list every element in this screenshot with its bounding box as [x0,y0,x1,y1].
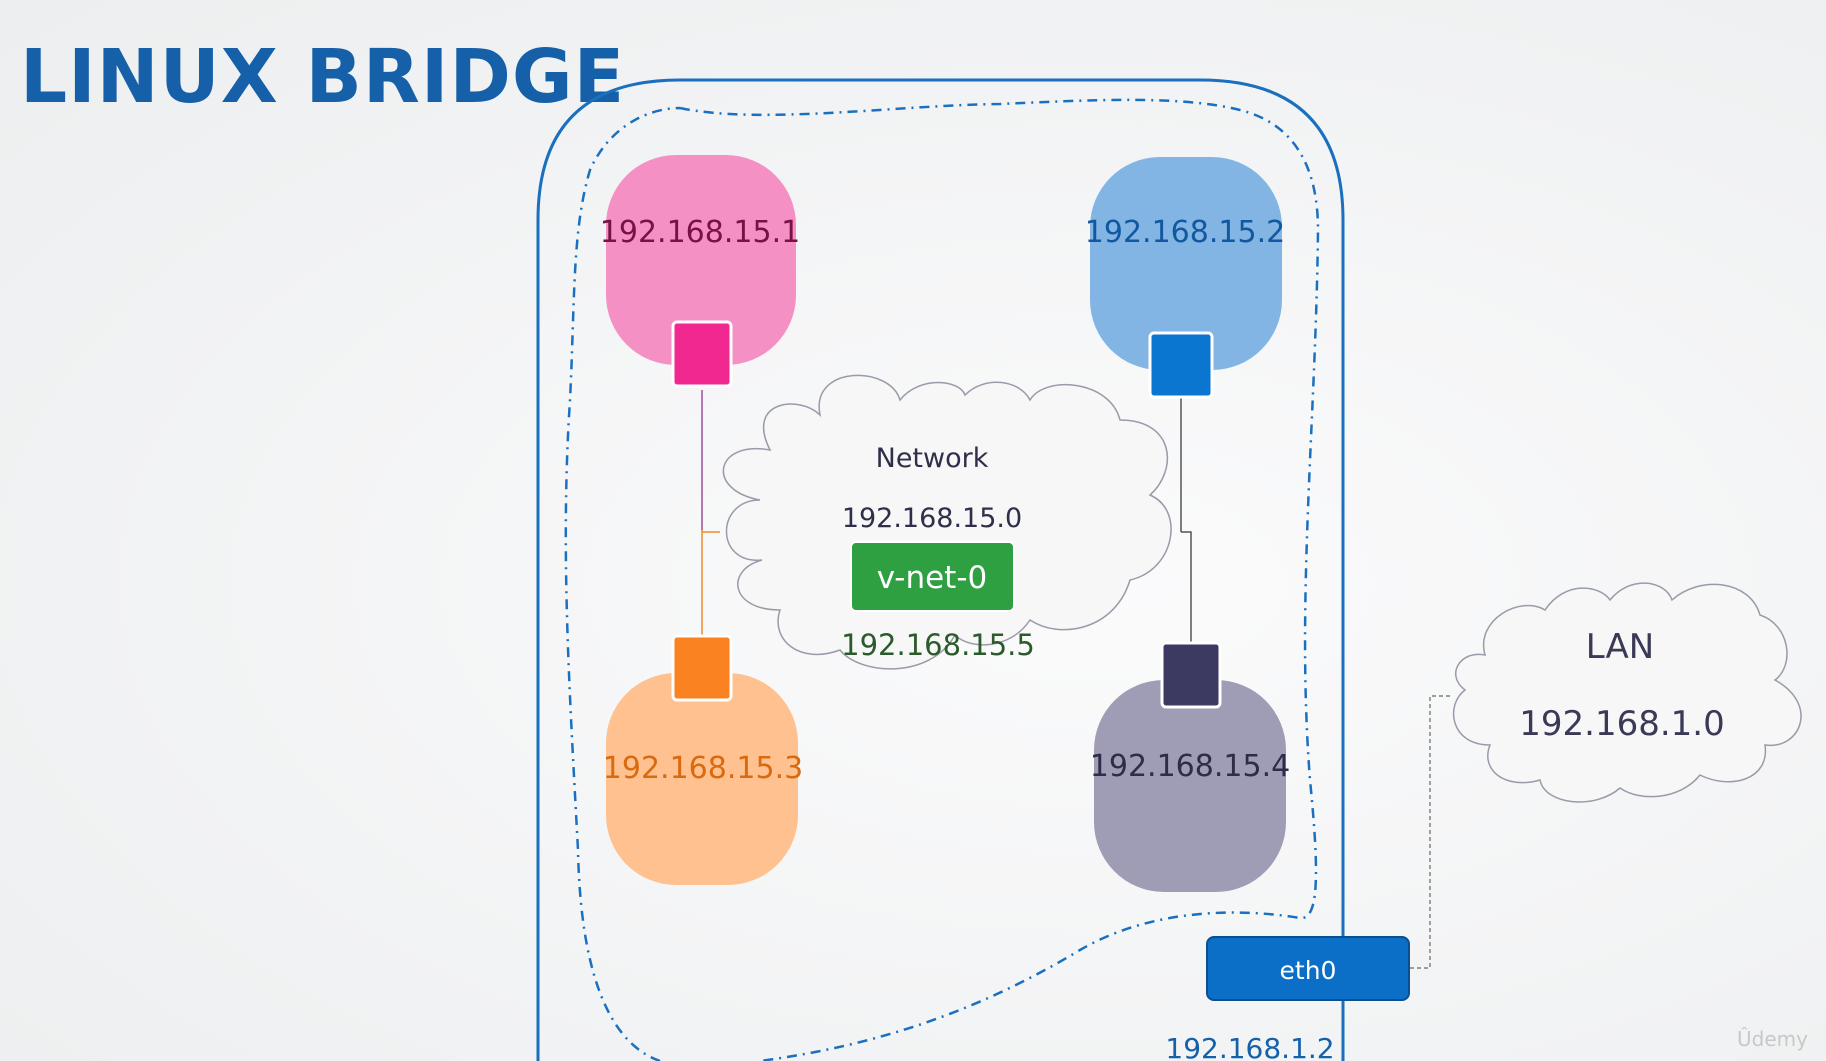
eth0-interface[interactable] [1206,936,1410,1001]
lan-label: LAN [1586,627,1654,667]
network-label: Network [876,443,989,474]
host-4-port[interactable] [1160,641,1222,709]
host-4-body [1094,680,1286,892]
link-eth0-lan [1410,695,1450,969]
bridge-ip: 192.168.15.5 [841,628,1035,662]
link-network-host4 [1181,531,1192,645]
network-subnet: 192.168.15.0 [842,503,1022,534]
network-cloud [722,374,1172,670]
watermark: Ûdemy [1737,1027,1808,1051]
host-2-body [1090,157,1282,370]
namespace-boundary [564,98,1320,1061]
host-3-body [606,673,798,885]
eth0-label: eth0 [1280,956,1337,985]
host-1-port[interactable] [671,320,733,388]
host-1-ip: 192.168.15.1 [600,215,800,250]
bridge-v-net-0[interactable] [850,541,1015,612]
host-2-ip: 192.168.15.2 [1085,215,1285,250]
lan-cloud [1452,582,1802,803]
host-3-ip: 192.168.15.3 [603,751,803,786]
host-machine-outline [536,78,1345,1061]
host-3-port[interactable] [671,634,733,702]
eth0-ip: 192.168.1.2 [1165,1032,1334,1061]
bridge-label: v-net-0 [877,560,987,596]
host-4-ip: 192.168.15.4 [1090,749,1290,784]
page-title: LINUX BRIDGE [20,34,626,120]
lan-subnet: 192.168.1.0 [1519,704,1724,744]
host-2-port[interactable] [1148,331,1214,399]
host-1-body [606,155,796,365]
